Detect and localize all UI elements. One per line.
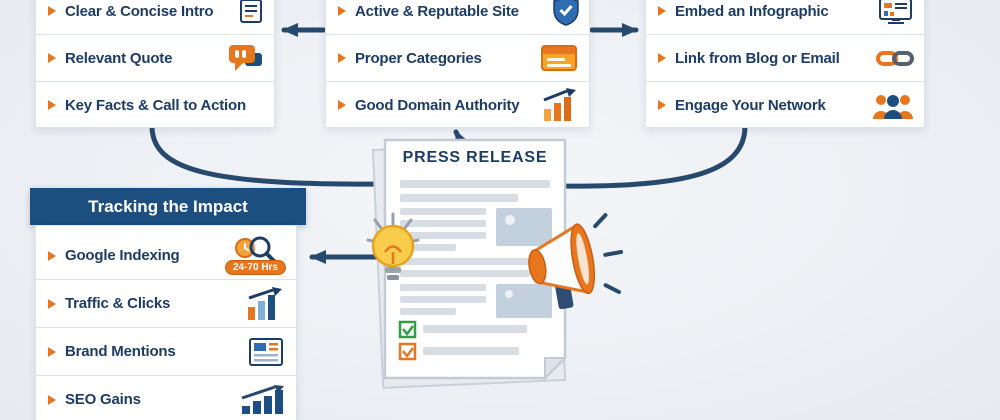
bullet-chevron-icon: [48, 100, 56, 110]
bullet-chevron-icon: [658, 53, 666, 63]
item-label: Good Domain Authority: [355, 96, 520, 114]
chain-link-icon: [876, 46, 914, 70]
list-item: SEO Gains: [36, 375, 296, 420]
item-label: Key Facts & Call to Action: [65, 96, 246, 114]
intro-document-icon: [238, 0, 264, 24]
list-item: Traffic & Clicks: [36, 279, 296, 327]
item-label: SEO Gains: [65, 391, 141, 408]
categories-card-icon: [539, 43, 579, 73]
list-item: Proper Categories: [326, 34, 589, 81]
document-image-placeholder: [496, 208, 552, 246]
indexing-time-badge: 24-70 Hrs: [224, 260, 286, 275]
bullet-chevron-icon: [338, 100, 346, 110]
seo-growth-icon: [240, 385, 286, 414]
list-item: Key Facts & Call to Action: [36, 81, 274, 128]
list-item: Engage Your Network: [646, 81, 924, 128]
tracking-header: Tracking the Impact: [30, 188, 306, 225]
traffic-growth-icon: [246, 287, 286, 320]
authority-growth-icon: [541, 88, 579, 122]
lightbulb-icon: [366, 212, 420, 280]
tracking-card: Google Indexing 24-70 Hrs Traffic & Clic…: [35, 225, 297, 420]
promotion-card: Embed an Infographic Link from Blog or E…: [645, 0, 925, 128]
bullet-chevron-icon: [48, 250, 56, 261]
list-item: Google Indexing 24-70 Hrs: [36, 232, 296, 279]
indexing-search-icon: 24-70 Hrs: [224, 236, 286, 275]
quote-bubble-icon: [228, 43, 264, 73]
item-label: Brand Mentions: [65, 343, 176, 360]
item-label: Relevant Quote: [65, 49, 173, 67]
press-release-illustration: [366, 138, 624, 389]
tracking-title: Tracking the Impact: [88, 196, 248, 216]
bullet-chevron-icon: [338, 6, 346, 16]
document-image-placeholder: [496, 284, 552, 318]
bullet-chevron-icon: [658, 100, 666, 110]
list-item: Link from Blog or Email: [646, 34, 924, 81]
bullet-chevron-icon: [338, 53, 346, 63]
item-label: Google Indexing: [65, 247, 180, 264]
item-label: Proper Categories: [355, 49, 482, 67]
list-item: Relevant Quote: [36, 34, 274, 81]
list-item: Clear & Concise Intro: [36, 0, 274, 34]
content-card: Clear & Concise Intro Relevant Quote Key…: [35, 0, 275, 128]
list-item: Brand Mentions: [36, 327, 296, 375]
list-item: Embed an Infographic: [646, 0, 924, 34]
mentions-news-icon: [248, 337, 286, 367]
item-label: Engage Your Network: [675, 96, 826, 114]
item-label: Active & Reputable Site: [355, 2, 519, 20]
site-card: Active & Reputable Site Proper Categorie…: [325, 0, 590, 128]
sound-lines: [593, 213, 624, 294]
network-people-icon: [872, 91, 914, 119]
bullet-chevron-icon: [48, 346, 56, 357]
bullet-chevron-icon: [48, 6, 56, 16]
shield-check-icon: [553, 0, 579, 26]
checklist-orange: [398, 342, 519, 361]
megaphone-icon: [528, 213, 624, 310]
item-label: Embed an Infographic: [675, 2, 829, 20]
bullet-chevron-icon: [48, 298, 56, 309]
bullet-chevron-icon: [658, 6, 666, 16]
document-title: PRESS RELEASE: [402, 149, 548, 166]
infographic-monitor-icon: [878, 0, 914, 25]
bullet-chevron-icon: [48, 53, 56, 63]
list-item: Good Domain Authority: [326, 81, 589, 128]
item-label: Clear & Concise Intro: [65, 2, 214, 20]
document-sheet: [383, 138, 568, 381]
item-label: Traffic & Clicks: [65, 295, 171, 312]
checklist-green: [398, 320, 527, 339]
bullet-chevron-icon: [48, 394, 56, 405]
list-item: Active & Reputable Site: [326, 0, 589, 34]
item-label: Link from Blog or Email: [675, 49, 840, 67]
